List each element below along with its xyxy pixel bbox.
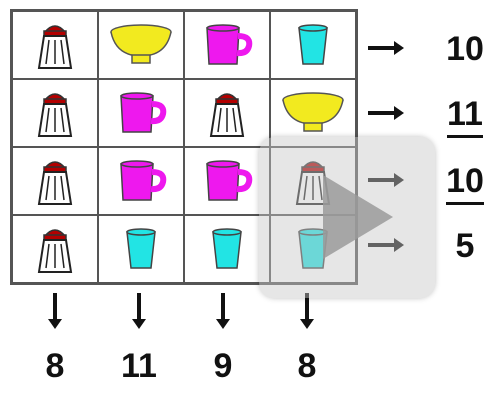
salt-shaker-icon [35,86,75,140]
right-arrow-icon [366,103,406,123]
salt-shaker-icon [207,86,247,140]
grid-cell-r1-c2 [99,12,183,78]
grid-cell-r3-c1 [13,148,97,214]
grid-cell-r2-c1 [13,80,97,146]
yellow-bowl-icon [280,90,346,136]
column-sum-4: 8 [277,349,337,383]
play-icon[interactable] [323,175,393,259]
row-sum-4: 5 [440,229,490,263]
cyan-cup-icon [207,226,247,272]
grid-cell-r1-c3 [185,12,269,78]
salt-shaker-icon [35,222,75,276]
salt-shaker-icon [35,18,75,72]
magenta-mug-icon [115,90,167,136]
magenta-mug-icon [201,22,253,68]
row-sum-3: 10 [440,164,490,198]
cyan-cup-icon [121,226,161,272]
salt-shaker-icon [35,154,75,208]
grid-cell-r4-c3 [185,216,269,282]
right-arrow-icon [366,38,406,58]
grid-cell-r4-c1 [13,216,97,282]
cyan-cup-icon [293,22,333,68]
magenta-mug-icon [201,158,253,204]
grid-cell-r4-c2 [99,216,183,282]
down-arrow-icon [45,291,65,331]
row-sum-1: 10 [440,32,490,66]
column-sum-3: 9 [193,349,253,383]
row-sum-2: 11 [440,97,490,131]
video-play-overlay[interactable] [259,137,435,298]
column-sum-2: 11 [109,349,169,383]
grid-cell-r2-c3 [185,80,269,146]
grid-cell-r3-c2 [99,148,183,214]
yellow-bowl-icon [108,22,174,68]
column-sum-1: 8 [25,349,85,383]
grid-cell-r1-c4 [271,12,355,78]
down-arrow-icon [213,291,233,331]
down-arrow-icon [129,291,149,331]
grid-cell-r1-c1 [13,12,97,78]
grid-cell-r3-c3 [185,148,269,214]
grid-cell-r2-c2 [99,80,183,146]
magenta-mug-icon [115,158,167,204]
